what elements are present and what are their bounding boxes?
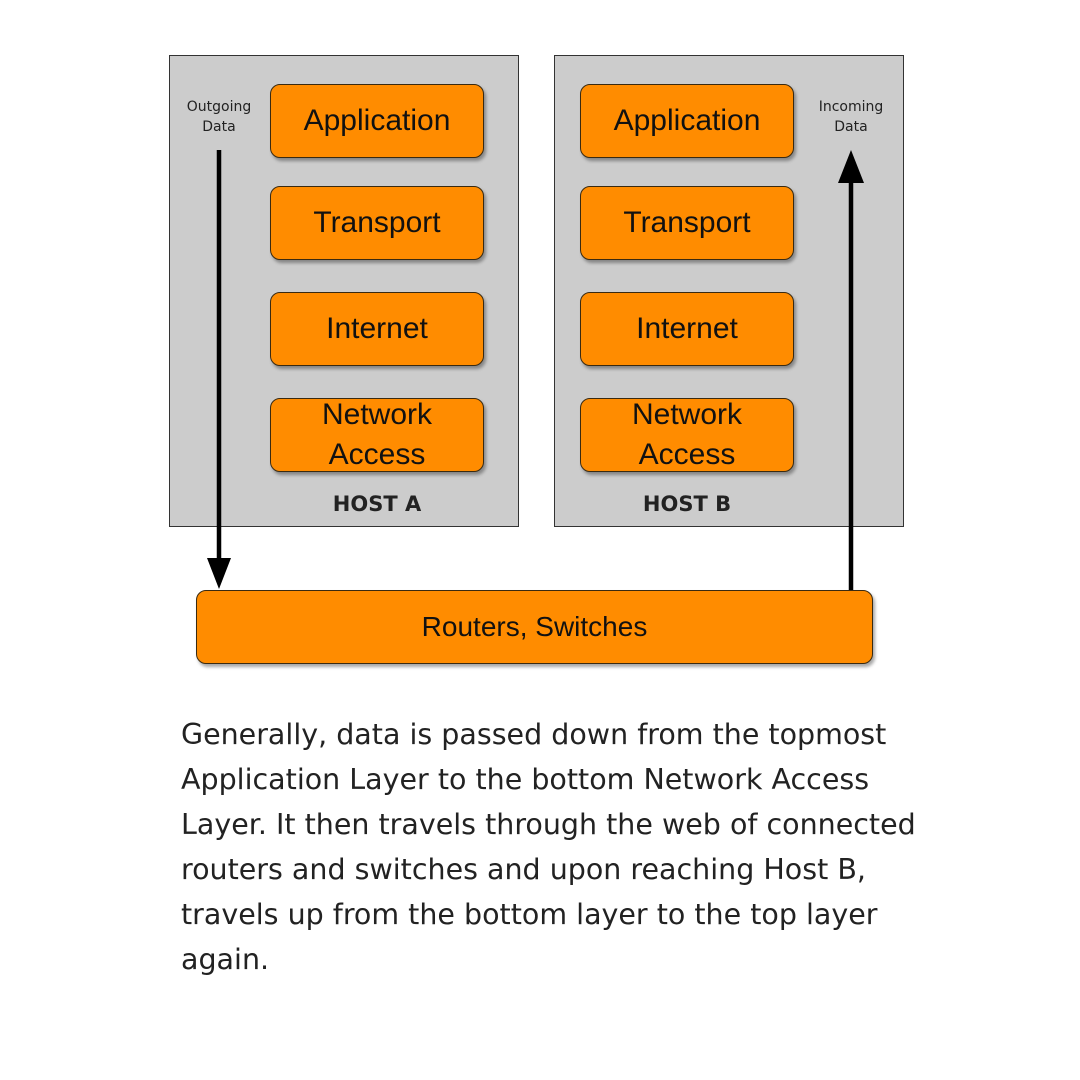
routers-switches-box: Routers, Switches [196, 590, 873, 664]
host-b-network-access-layer: Network Access [580, 398, 794, 472]
host-a-transport-layer: Transport [270, 186, 484, 260]
host-a-internet-layer: Internet [270, 292, 484, 366]
outgoing-label-line1: Outgoing [186, 99, 252, 115]
host-a-network-access-layer: Network Access [270, 398, 484, 472]
incoming-label-line1: Incoming [818, 99, 884, 115]
host-b-application-layer: Application [580, 84, 794, 158]
host-b-transport-layer: Transport [580, 186, 794, 260]
outgoing-arrowhead-icon [207, 558, 231, 589]
incoming-label-line2: Data [834, 119, 868, 135]
host-a-label: HOST A [332, 492, 422, 516]
incoming-arrowhead-icon [838, 150, 864, 183]
host-b-internet-layer: Internet [580, 292, 794, 366]
outgoing-data-label: Outgoing Data [169, 97, 269, 137]
incoming-data-label: Incoming Data [801, 97, 901, 137]
host-a-application-layer: Application [270, 84, 484, 158]
outgoing-label-line2: Data [202, 119, 236, 135]
host-b-label: HOST B [642, 492, 732, 516]
description-paragraph: Generally, data is passed down from the … [181, 718, 916, 976]
